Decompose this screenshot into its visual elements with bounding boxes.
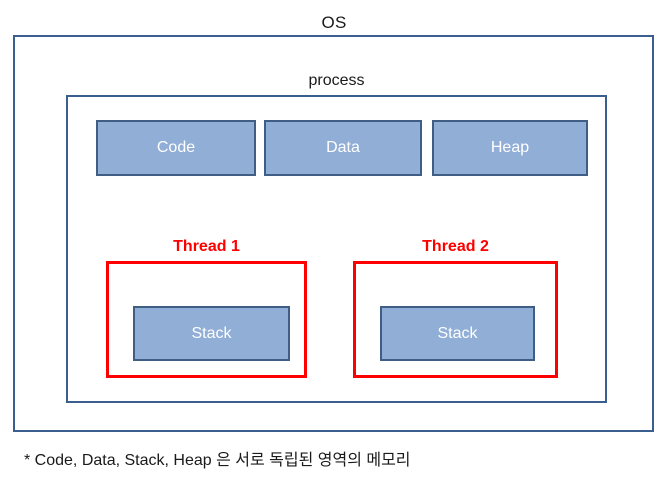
os-title: OS <box>321 13 347 32</box>
process-title: process <box>308 72 365 89</box>
thread-1-label: Thread 1 <box>173 238 240 255</box>
memory-region-data: Data <box>264 120 422 176</box>
thread-2-stack: Stack <box>380 306 535 361</box>
footnote-text: * Code, Data, Stack, Heap 은 서로 독립된 영역의 메… <box>24 452 411 469</box>
thread-1-stack: Stack <box>133 306 290 361</box>
memory-region-code: Code <box>96 120 256 176</box>
memory-region-heap: Heap <box>432 120 588 176</box>
thread-2-label: Thread 2 <box>422 238 489 255</box>
